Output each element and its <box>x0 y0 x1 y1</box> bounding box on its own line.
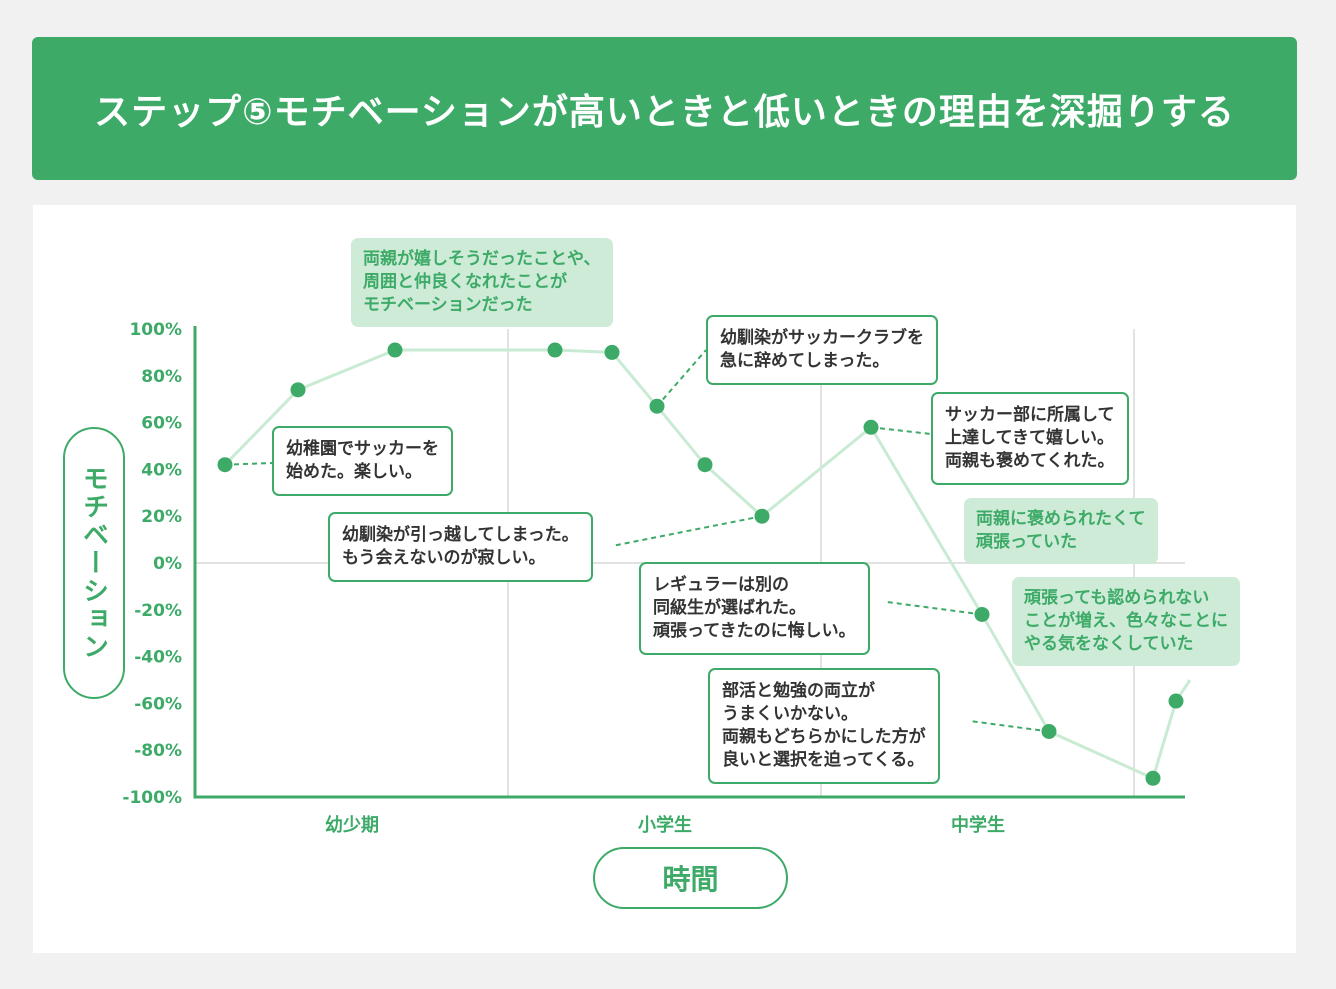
x-tick-label: 小学生 <box>638 814 692 836</box>
y-axis-label-text: モチベーション <box>78 465 109 661</box>
annotation-line: 急に辞めてしまった。 <box>720 351 890 371</box>
annotation-not-regular: レギュラーは別の 同級生が選ばれた。 頑張ってきたのに悔しい。 <box>639 562 870 655</box>
note-wanted-praise: 両親に褒められたくて 頑張っていた <box>964 498 1158 564</box>
y-tick-label: 40% <box>141 460 182 480</box>
annotation-line: 幼馴染が引っ越してしまった。 <box>342 525 579 545</box>
data-point <box>1168 693 1184 709</box>
annotation-line: 幼馴染がサッカークラブを <box>720 328 924 348</box>
annotation-kindergarten: 幼稚園でサッカーを 始めた。楽しい。 <box>272 426 453 496</box>
y-tick-label: -40% <box>134 648 182 668</box>
data-point <box>754 508 770 524</box>
note-lost-motivation: 頑張っても認められない ことが増え、色々なことに やる気をなくしていた <box>1012 577 1240 666</box>
y-tick-label: 20% <box>141 507 182 527</box>
note-parents-happy: 両親が嬉しそうだったことや、 周囲と仲良くなれたことが モチベーションだった <box>351 238 613 327</box>
note-line: 頑張っても認められない <box>1024 588 1210 608</box>
note-line: やる気をなくしていた <box>1024 634 1194 654</box>
y-tick-label: -20% <box>134 601 182 621</box>
note-line: モチベーションだった <box>363 295 533 315</box>
header-banner: ステップ⑤モチベーションが高いときと低いときの理由を深掘りする <box>32 37 1297 180</box>
data-point <box>387 342 403 358</box>
data-point <box>1145 770 1161 786</box>
note-line: 両親に褒められたくて <box>976 509 1146 529</box>
annotation-soccer-club: サッカー部に所属して 上達してきて嬉しい。 両親も褒めてくれた。 <box>931 392 1129 485</box>
annotation-line: もう会えないのが寂しい。 <box>342 548 546 568</box>
annotation-line: 始めた。楽しい。 <box>286 462 422 482</box>
data-point <box>604 344 620 360</box>
annotation-line: うまくいかない。 <box>722 704 858 724</box>
annotation-connector <box>870 426 932 435</box>
data-point <box>217 457 233 473</box>
y-tick-label: -100% <box>122 788 182 808</box>
data-point <box>863 419 879 435</box>
note-line: 両親が嬉しそうだったことや、 <box>363 249 601 269</box>
note-line: ことが増え、色々なことに <box>1024 611 1228 631</box>
y-tick-label: -80% <box>134 741 182 761</box>
data-point <box>697 457 713 473</box>
annotation-line: 同級生が選ばれた。 <box>653 598 806 618</box>
annotation-line: 頑張ってきたのに悔しい。 <box>653 621 856 641</box>
annotation-line: 上達してきて嬉しい。 <box>945 428 1114 448</box>
annotation-line: 部活と勉強の両立が <box>722 681 875 701</box>
x-tick-label: 幼少期 <box>325 814 379 836</box>
data-point <box>290 382 306 398</box>
data-point <box>547 342 563 358</box>
x-tick-label: 中学生 <box>951 814 1005 836</box>
y-tick-label: -60% <box>134 694 182 714</box>
note-line: 頑張っていた <box>976 532 1078 552</box>
x-axis-label: 時間 <box>593 847 788 909</box>
y-axis-label: モチベーション <box>63 427 125 699</box>
y-tick-label: 100% <box>129 320 182 340</box>
annotation-connector <box>611 515 763 547</box>
series-line <box>223 348 1192 780</box>
annotation-line: レギュラーは別の <box>653 575 789 595</box>
annotation-friend-quit: 幼馴染がサッカークラブを 急に辞めてしまった。 <box>706 315 938 385</box>
data-point <box>649 398 665 414</box>
annotation-connector <box>224 462 273 466</box>
annotation-friend-moved: 幼馴染が引っ越してしまった。 もう会えないのが寂しい。 <box>328 512 593 582</box>
annotation-line: 幼稚園でサッカーを <box>286 439 439 459</box>
data-point <box>1041 723 1057 739</box>
annotation-connector <box>969 720 1050 733</box>
annotation-connector <box>886 601 983 616</box>
page-title: ステップ⑤モチベーションが高いときと低いときの理由を深掘りする <box>94 91 1235 133</box>
annotation-line: サッカー部に所属して <box>945 405 1115 425</box>
annotation-connector <box>656 349 707 407</box>
y-tick-label: 80% <box>141 367 182 387</box>
x-axis-label-text: 時間 <box>662 863 719 896</box>
data-point <box>974 606 990 622</box>
annotation-line: 良いと選択を迫ってくる。 <box>722 750 925 770</box>
annotation-line: 両親もどちらかにした方が <box>722 727 926 747</box>
annotation-line: 両親も褒めてくれた。 <box>945 451 1115 471</box>
note-line: 周囲と仲良くなれたことが <box>363 272 567 292</box>
y-tick-label: 0% <box>153 554 182 574</box>
y-tick-label: 60% <box>141 414 182 434</box>
annotation-club-study: 部活と勉強の両立が うまくいかない。 両親もどちらかにした方が 良いと選択を迫っ… <box>708 668 940 784</box>
